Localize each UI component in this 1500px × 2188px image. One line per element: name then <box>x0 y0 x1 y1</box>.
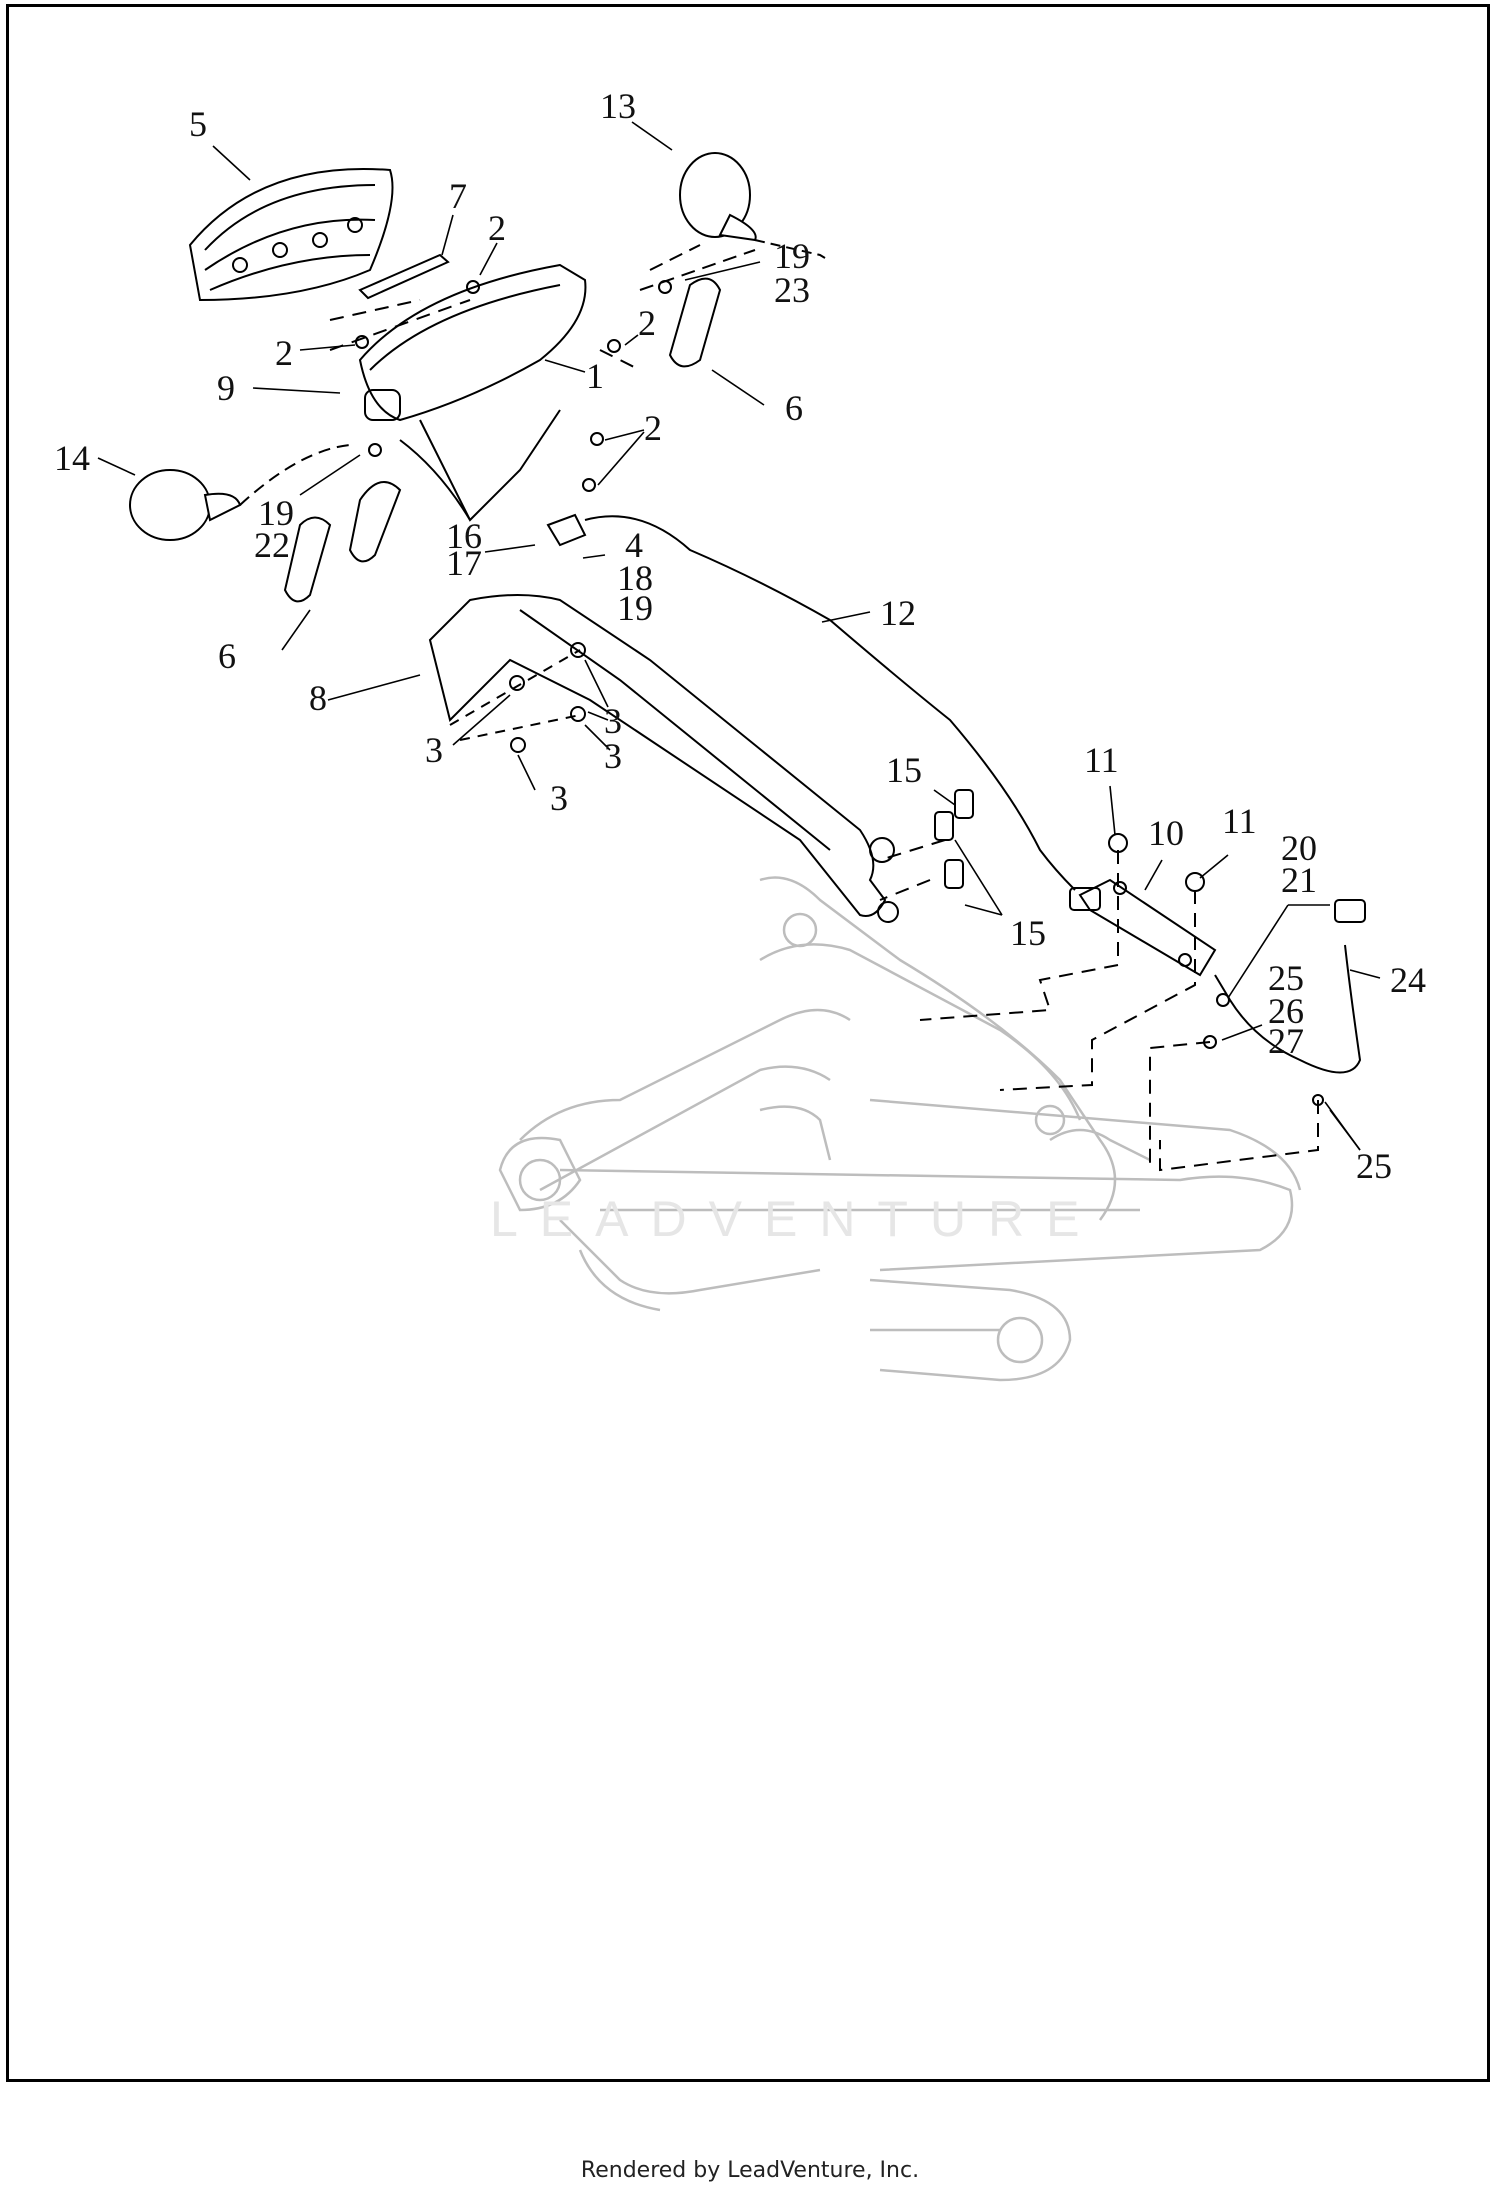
callout-2-top: 2 <box>488 208 506 248</box>
callout-18: 18 <box>617 558 653 598</box>
callout-11-left: 11 <box>1084 740 1119 780</box>
harness-24-part <box>1069 887 1366 1106</box>
callout-11-right: 11 <box>1222 801 1257 841</box>
screw-3-parts <box>449 642 586 753</box>
callout-24: 24 <box>1390 960 1426 1000</box>
callout-22: 22 <box>254 525 290 565</box>
callout-15-bottom: 15 <box>1010 913 1046 953</box>
callout-26: 26 <box>1268 991 1304 1031</box>
callout-8: 8 <box>309 678 327 718</box>
bolt-15-parts <box>934 789 974 889</box>
callout-9: 9 <box>217 368 235 408</box>
callout-15-top: 15 <box>886 750 922 790</box>
diagram-frame <box>6 4 1490 2082</box>
callout-19-left: 19 <box>258 493 294 533</box>
callout-12: 12 <box>880 593 916 633</box>
callout-1: 1 <box>586 356 604 396</box>
callout-23: 23 <box>774 270 810 310</box>
tail-lamp-part <box>188 167 394 302</box>
callout-2-lower: 2 <box>644 408 662 448</box>
callout-17: 17 <box>446 543 482 583</box>
wiring-harness-part <box>584 515 1076 891</box>
callout-19-mid: 19 <box>617 588 653 628</box>
callout-2-left: 2 <box>275 333 293 373</box>
callout-14: 14 <box>54 438 90 478</box>
callout-3-b: 3 <box>425 730 443 770</box>
connector-part <box>546 513 587 547</box>
callout-20: 20 <box>1281 828 1317 868</box>
footer-credit: Rendered by LeadVenture, Inc. <box>580 2158 920 2183</box>
gasket-part <box>358 253 450 300</box>
callout-13: 13 <box>600 86 636 126</box>
callout-25-upper: 25 <box>1268 958 1304 998</box>
callout-2-right: 2 <box>638 303 656 343</box>
callout-19-upper: 19 <box>774 236 810 276</box>
callout-25-lower: 25 <box>1356 1146 1392 1186</box>
callout-4: 4 <box>625 525 643 565</box>
callout-5: 5 <box>189 104 207 144</box>
callout-3-a: 3 <box>604 701 622 741</box>
watermark-text: LEADVENTURE <box>490 1191 1102 1247</box>
callout-21: 21 <box>1281 860 1317 900</box>
light-bracket-part <box>358 263 587 522</box>
swingarm-frame <box>498 876 1302 1382</box>
sensor-bracket-part <box>1078 878 1217 977</box>
turn-signal-left-part <box>129 444 351 541</box>
callout-3-c: 3 <box>604 736 622 776</box>
callout-3-d: 3 <box>550 778 568 818</box>
lens-pad-part <box>283 277 722 603</box>
callout-7: 7 <box>449 176 467 216</box>
screw-parts <box>355 280 672 492</box>
callout-10: 10 <box>1148 813 1184 853</box>
fender-support-part <box>428 594 899 923</box>
callout-6-right: 6 <box>785 388 803 428</box>
callout-16: 16 <box>446 516 482 556</box>
turn-signal-right-part <box>639 152 826 291</box>
alignment-dashes <box>329 299 1319 1172</box>
callout-27: 27 <box>1268 1021 1304 1061</box>
callout-6-left: 6 <box>218 636 236 676</box>
